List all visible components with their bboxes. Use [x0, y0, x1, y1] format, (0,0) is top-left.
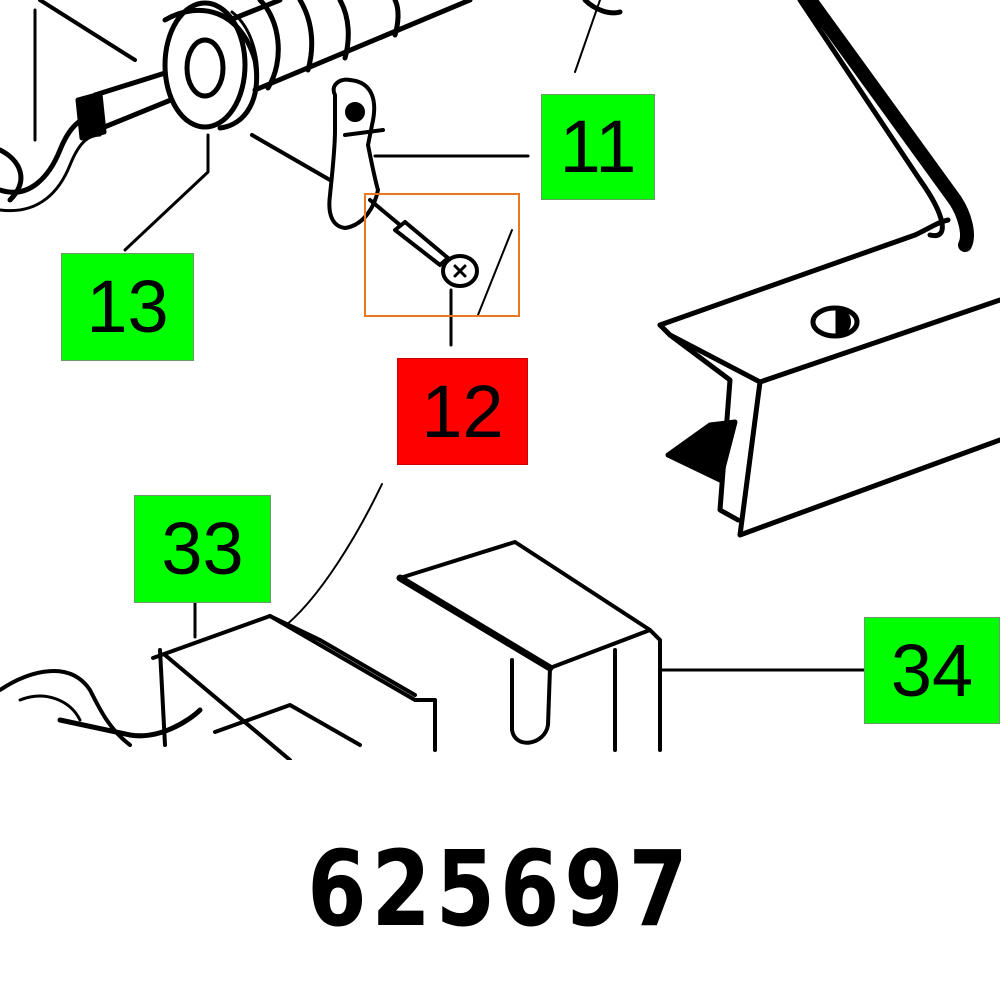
cylinder-assembly	[0, 0, 473, 252]
parts-drawing	[0, 0, 1000, 760]
callout-12-selected[interactable]: 12	[397, 358, 528, 465]
brush-holder-part-33	[0, 600, 437, 760]
callout-34-label: 34	[890, 628, 974, 712]
callout-13[interactable]: 13	[61, 253, 194, 361]
callout-12-label: 12	[421, 369, 504, 453]
callout-11[interactable]: 11	[541, 94, 655, 200]
callout-11-label: 11	[559, 105, 637, 188]
selected-part-highlight-box	[364, 193, 520, 317]
frame-rail	[582, 0, 1000, 538]
brush-part-34	[396, 540, 866, 752]
callout-34[interactable]: 34	[864, 617, 1000, 724]
callout-33[interactable]: 33	[134, 495, 271, 603]
screw-part-12	[279, 198, 513, 631]
callout-33-label: 33	[161, 507, 244, 590]
bracket-part-11	[250, 0, 601, 230]
part-number: 625697	[307, 828, 693, 950]
callout-13-label: 13	[86, 265, 169, 348]
